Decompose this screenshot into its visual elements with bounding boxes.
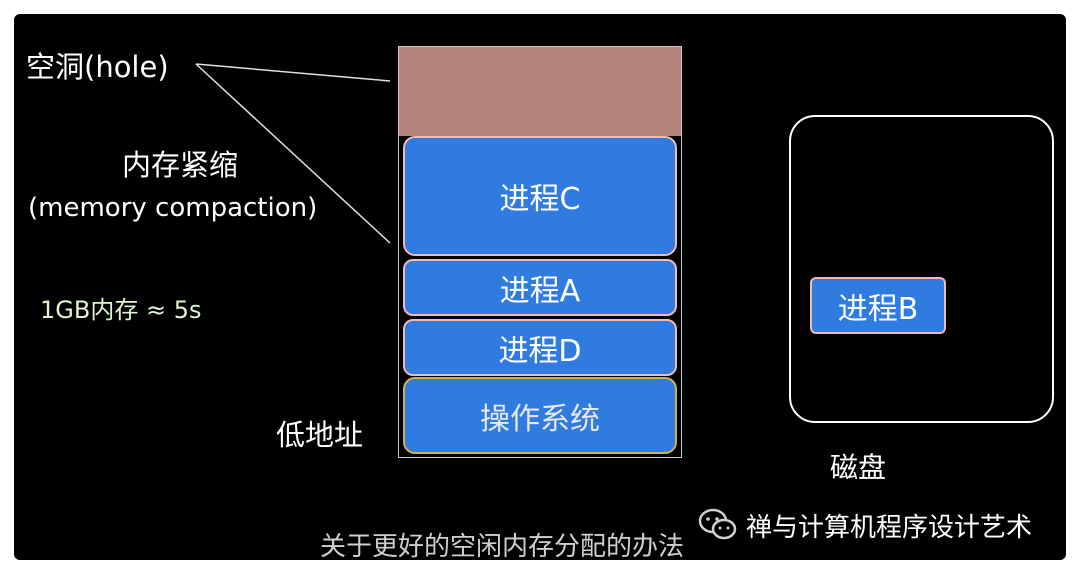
process-b-label: 进程B	[837, 291, 919, 327]
watermark-text: 禅与计算机程序设计艺术	[746, 512, 1033, 543]
process-c-label: 进程C	[499, 182, 581, 217]
memory-hole	[399, 47, 681, 136]
os-block: 操作系统	[403, 377, 677, 454]
hole-label: 空洞(hole)	[26, 50, 169, 84]
compaction-subtitle: (memory compaction)	[28, 193, 318, 223]
caption-text: 关于更好的空闲内存分配的办法	[320, 532, 685, 562]
disk-box	[789, 115, 1054, 423]
process-b-block: 进程B	[810, 277, 946, 334]
wechat-icon	[698, 508, 737, 540]
compaction-title: 内存紧缩	[122, 148, 239, 182]
os-label: 操作系统	[480, 401, 600, 437]
disk-label: 磁盘	[830, 451, 887, 484]
process-d-block: 进程D	[403, 319, 677, 376]
process-c-block: 进程C	[403, 136, 677, 256]
process-d-label: 进程D	[498, 333, 582, 369]
speed-note: 1GB内存 ≈ 5s	[40, 296, 202, 324]
process-a-label: 进程A	[499, 273, 581, 309]
watermark: 禅与计算机程序设计艺术	[698, 505, 1032, 545]
memory-column	[398, 46, 682, 458]
process-a-block: 进程A	[403, 259, 677, 316]
low-address-label: 低地址	[276, 418, 364, 452]
